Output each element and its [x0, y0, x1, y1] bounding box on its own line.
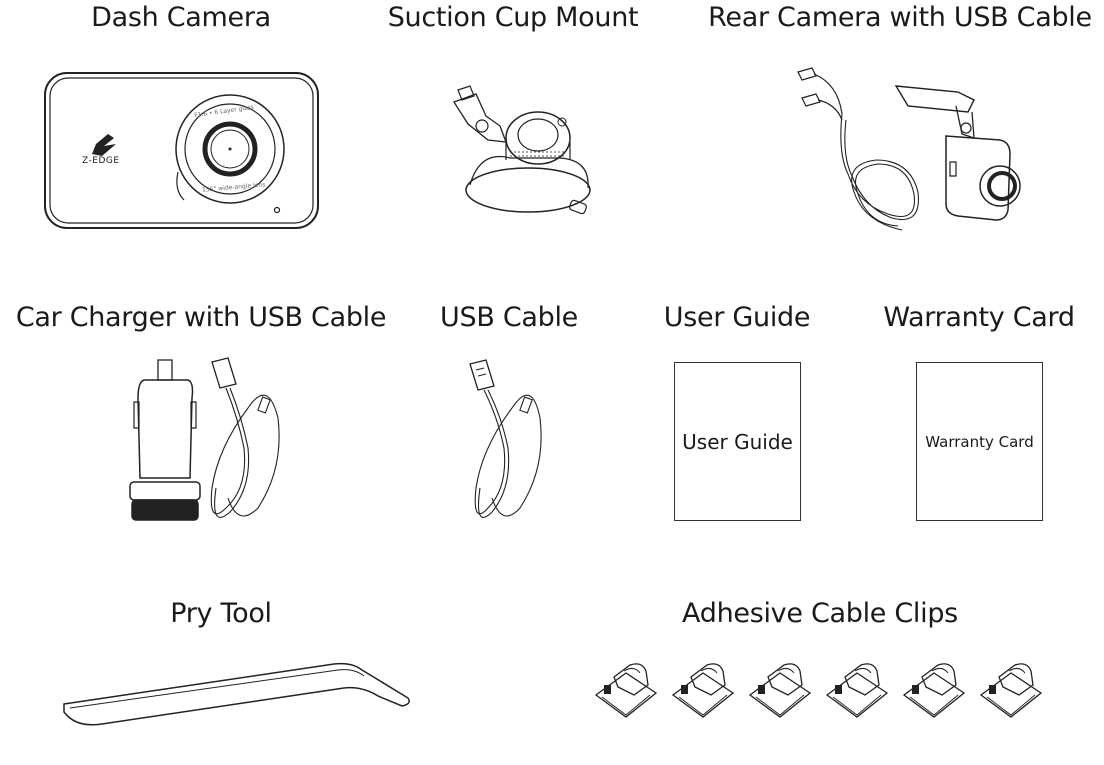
suction-mount-illustration [440, 80, 600, 220]
user-guide-card-text: User Guide [682, 429, 793, 454]
car-charger-label: Car Charger with USB Cable [15, 302, 387, 333]
user-guide-label: User Guide [663, 302, 811, 333]
cable-clips-illustration [594, 655, 1054, 725]
usb-cable-illustration [468, 358, 558, 528]
cable-clip [596, 664, 656, 717]
rear-camera-label: Rear Camera with USB Cable [708, 2, 1092, 33]
rear-camera-illustration [778, 64, 1028, 234]
cable-clip [750, 664, 810, 717]
cable-clip [904, 664, 964, 717]
warranty-card-text: Warranty Card [925, 432, 1034, 451]
pry-tool-label: Pry Tool [170, 598, 272, 629]
warranty-card-card: Warranty Card [916, 362, 1043, 521]
brand-text: Z-EDGE [82, 156, 120, 166]
cable-clip [981, 664, 1041, 717]
cable-clips-label: Adhesive Cable Clips [682, 598, 958, 629]
user-guide-card: User Guide [674, 362, 801, 521]
suction-mount-label: Suction Cup Mount [387, 2, 639, 33]
dash-camera-illustration: Z-EDGE F1.6 • 6 Layer glass 155° wide-an… [44, 72, 319, 230]
car-charger-illustration [128, 358, 288, 528]
cable-clip [827, 664, 887, 717]
usb-cable-label: USB Cable [440, 302, 578, 333]
warranty-card-label: Warranty Card [883, 302, 1075, 333]
cable-clip [673, 664, 733, 717]
pry-tool-illustration [62, 660, 414, 732]
dash-camera-label: Dash Camera [91, 2, 271, 33]
